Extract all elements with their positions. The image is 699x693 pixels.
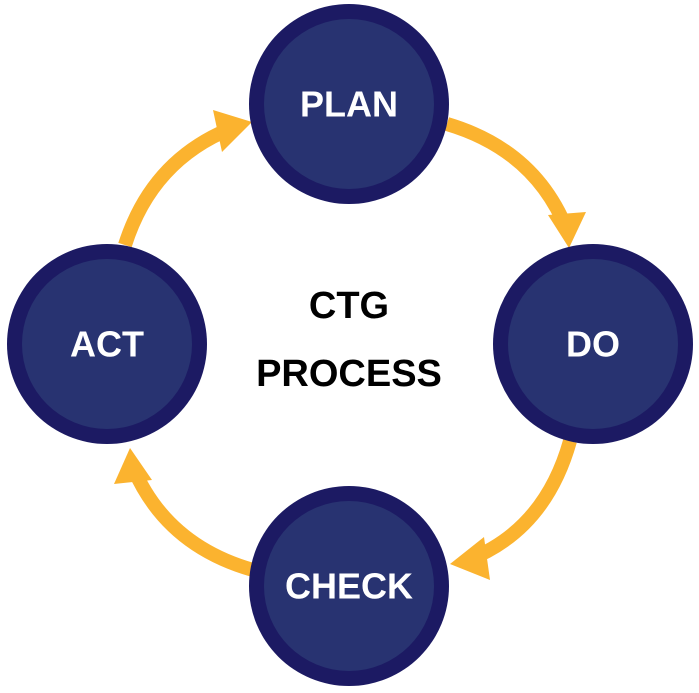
check-label: CHECK <box>285 566 413 607</box>
center-title-line2: PROCESS <box>256 353 442 395</box>
arrow-plan-to-do <box>445 117 586 248</box>
act-circle <box>22 259 192 429</box>
arrow-check-to-act <box>114 448 255 577</box>
node-do: DO <box>493 244 693 444</box>
flow-arrows <box>114 110 586 580</box>
do-label: DO <box>566 324 620 365</box>
arrow-act-to-plan <box>118 110 252 248</box>
node-act: ACT <box>7 244 207 444</box>
check-circle <box>264 501 434 671</box>
center-title: CTG PROCESS <box>256 285 442 395</box>
do-circle <box>508 259 678 429</box>
node-check: CHECK <box>249 486 449 686</box>
node-plan: PLAN <box>249 4 449 204</box>
arrow-do-to-check <box>450 439 577 580</box>
center-title-line1: CTG <box>309 285 389 327</box>
act-label: ACT <box>70 324 144 365</box>
plan-label: PLAN <box>300 84 398 125</box>
plan-circle <box>264 19 434 189</box>
